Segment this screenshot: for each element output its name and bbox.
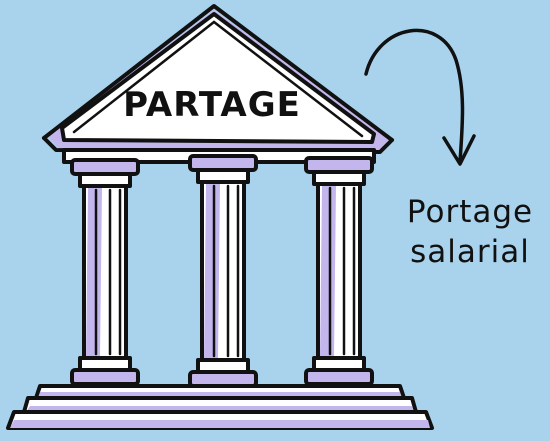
side-note-line1: Portage: [407, 194, 533, 230]
side-note: Portage salarial: [407, 194, 533, 270]
side-note-line2: salarial: [410, 234, 530, 270]
column-right: [306, 158, 372, 384]
temple-steps: [8, 386, 432, 428]
column-middle: [190, 156, 256, 386]
pediment: PARTAGE: [44, 6, 392, 152]
pediment-label: PARTAGE: [123, 85, 301, 125]
column-left: [72, 160, 138, 384]
